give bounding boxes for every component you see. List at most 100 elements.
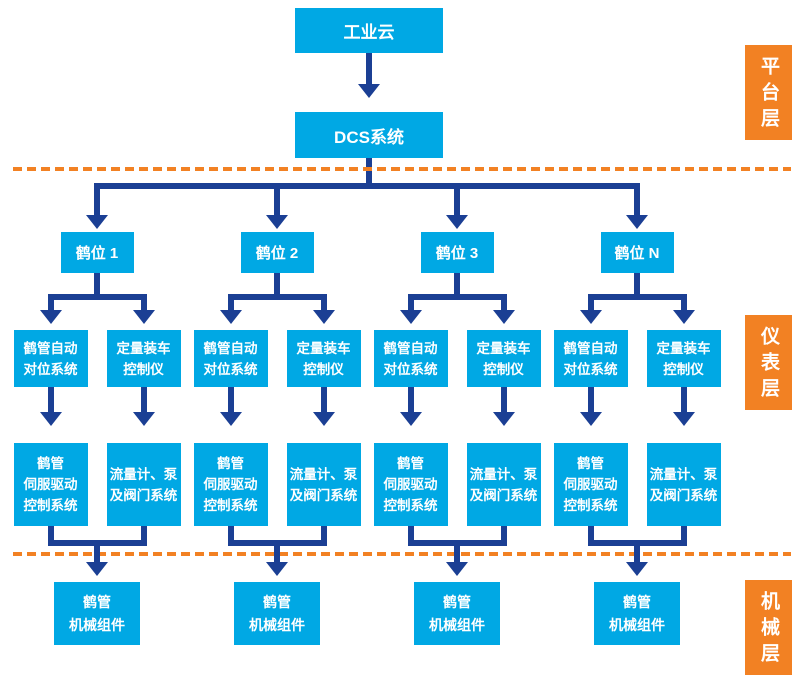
station-column-1: 鹤位 1 鹤管自动 对位系统 定量装车 控制仪 鹤管 伺服驱动 控制系统 流量计… [7,189,187,659]
arrow-head-icon [39,412,62,426]
connector-line [274,546,280,564]
station-column-2: 鹤位 2 鹤管自动 对位系统 定量装车 控制仪 鹤管 伺服驱动 控制系统 流量计… [187,189,367,659]
connector-line [47,294,147,300]
connector-line [454,546,460,564]
connector-line [47,387,54,414]
connector-line [227,387,234,414]
connector-line [587,526,594,546]
bus-line [94,183,640,189]
connector-line [500,526,507,546]
arrow-head-icon [446,215,468,229]
loading-controller-box: 定量装车 控制仪 [286,330,361,387]
flow-pump-valve-box: 流量计、泵 及阀门系统 [646,443,721,526]
arm-positioning-box: 鹤管自动 对位系统 [373,330,448,387]
connector-line [274,273,280,300]
connector-line [366,158,372,186]
servo-drive-box: 鹤管 伺服驱动 控制系统 [553,443,628,526]
connector-line [407,300,414,312]
connector-line [634,189,640,217]
connector-line [227,300,234,312]
connector-line [407,387,414,414]
connector-line [140,387,147,414]
connector-line [500,387,507,414]
connector-line [47,300,54,312]
station-box: 鹤位 2 [240,232,314,273]
connector-line [320,387,327,414]
servo-drive-box: 鹤管 伺服驱动 控制系统 [13,443,88,526]
arrow-head-icon [672,412,695,426]
connector-line [94,189,100,217]
arrow-head-icon [492,412,515,426]
connector-line [47,540,147,546]
arrow-head-icon [492,310,515,324]
instrument-layer-label: 仪表层 [745,315,792,410]
connector-line [680,300,687,312]
arrow-head-icon [86,215,108,229]
arrow-head-icon [358,84,380,98]
arrow-head-icon [626,215,648,229]
arrow-head-icon [672,310,695,324]
station-box: 鹤位 3 [420,232,494,273]
connector-line [587,300,594,312]
connector-line [320,526,327,546]
connector-line [274,189,280,217]
arm-positioning-box: 鹤管自动 对位系统 [553,330,628,387]
connector-line [680,526,687,546]
connector-line [587,387,594,414]
connector-line [320,300,327,312]
connector-line [94,273,100,300]
connector-line [500,300,507,312]
connector-line [366,53,372,86]
arrow-head-icon [312,412,335,426]
connector-line [227,526,234,546]
platform-layer-label: 平台层 [745,45,792,140]
station-box: 鹤位 N [600,232,674,273]
station-box: 鹤位 1 [60,232,134,273]
station-column-n: 鹤位 N 鹤管自动 对位系统 定量装车 控制仪 鹤管 伺服驱动 控制系统 流量计… [547,189,727,659]
servo-drive-box: 鹤管 伺服驱动 控制系统 [193,443,268,526]
arrow-head-icon [219,310,242,324]
connector-line [634,546,640,564]
arrow-head-icon [312,310,335,324]
connector-line [407,540,507,546]
flow-pump-valve-box: 流量计、泵 及阀门系统 [466,443,541,526]
connector-line [587,294,687,300]
industrial-cloud-box: 工业云 [295,8,443,53]
loading-controller-box: 定量装车 控制仪 [646,330,721,387]
arm-mechanical-box: 鹤管 机械组件 [234,582,320,645]
arrow-head-icon [626,562,648,576]
connector-line [407,526,414,546]
instrument-mechanical-divider [13,552,791,556]
connector-line [47,526,54,546]
connector-line [94,546,100,564]
arrow-head-icon [399,412,422,426]
servo-drive-box: 鹤管 伺服驱动 控制系统 [373,443,448,526]
arrow-head-icon [266,215,288,229]
arrow-head-icon [266,562,288,576]
arm-mechanical-box: 鹤管 机械组件 [594,582,680,645]
connector-line [454,273,460,300]
connector-line [680,387,687,414]
connector-line [454,189,460,217]
platform-instrument-divider [13,167,791,171]
arrow-head-icon [579,310,602,324]
arrow-head-icon [132,310,155,324]
connector-line [227,294,327,300]
arrow-head-icon [399,310,422,324]
arrow-head-icon [86,562,108,576]
arrow-head-icon [579,412,602,426]
mechanical-layer-label: 机械层 [745,580,792,675]
connector-line [140,300,147,312]
arrow-head-icon [39,310,62,324]
arm-positioning-box: 鹤管自动 对位系统 [13,330,88,387]
arm-mechanical-box: 鹤管 机械组件 [54,582,140,645]
connector-line [587,540,687,546]
loading-controller-box: 定量装车 控制仪 [106,330,181,387]
arrow-head-icon [132,412,155,426]
station-column-3: 鹤位 3 鹤管自动 对位系统 定量装车 控制仪 鹤管 伺服驱动 控制系统 流量计… [367,189,547,659]
dcs-system-box: DCS系统 [295,112,443,158]
loading-controller-box: 定量装车 控制仪 [466,330,541,387]
connector-line [634,273,640,300]
arm-positioning-box: 鹤管自动 对位系统 [193,330,268,387]
